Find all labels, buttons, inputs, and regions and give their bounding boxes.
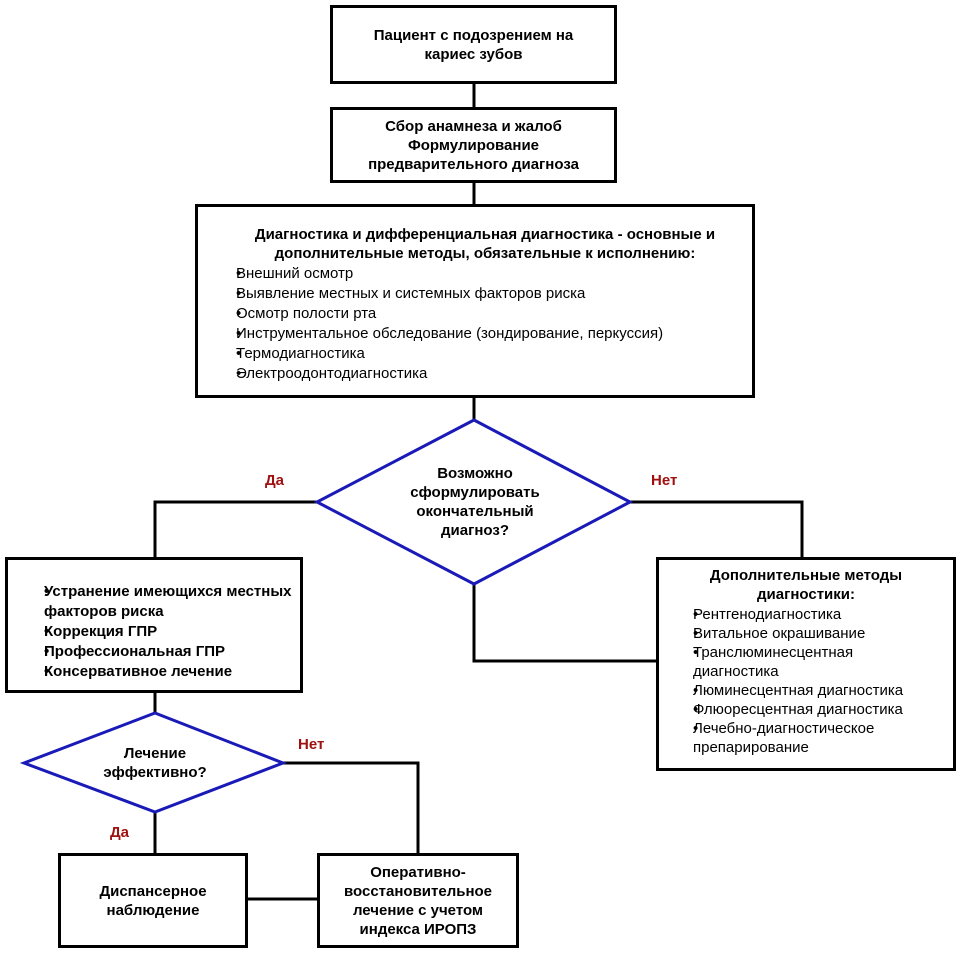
list-item: Внешний осмотр — [206, 264, 744, 284]
node-diagnostics: Диагностика и дифференциальная диагности… — [195, 204, 755, 398]
edge-decision-yes — [153, 500, 317, 557]
list-item: Коррекция ГПР — [14, 622, 294, 642]
node-surgery: Оперативно-восстановительное лечение с у… — [317, 853, 519, 948]
node-dispensary-text: Диспансерное наблюдение — [99, 882, 207, 919]
node-patient: Пациент с подозрением на кариес зубов — [330, 5, 617, 84]
list-item: Флюоресцентная диагностика — [665, 700, 947, 719]
node-extra-methods-title: Дополнительные методы диагностики: — [709, 567, 903, 603]
node-extra-methods: Дополнительные методы диагностики: Рентг… — [656, 557, 956, 771]
list-item: Рентгенодиагностика — [665, 605, 947, 624]
list-item: Устранение имеющихся местных факторов ри… — [14, 582, 294, 622]
list-item: Люминесцентная диагностика — [665, 681, 947, 700]
node-anamnesis-text: Сбор анамнеза и жалоб Формулирование пре… — [368, 117, 579, 173]
decision-effective-diamond — [19, 711, 288, 814]
node-surgery-text: Оперативно-восстановительное лечение с у… — [343, 863, 493, 938]
node-anamnesis: Сбор анамнеза и жалоб Формулирование пре… — [330, 107, 617, 183]
node-diagnostics-list: Внешний осмотр Выявление местных и систе… — [206, 264, 744, 384]
list-item: Профессиональная ГПР — [14, 642, 294, 662]
edge-decision2-no — [283, 761, 420, 853]
node-dispensary: Диспансерное наблюдение — [58, 853, 248, 948]
node-extra-methods-list: Рентгенодиагностика Витальное окрашивани… — [665, 605, 947, 757]
edge-decision-no — [630, 500, 804, 557]
list-item: Осмотр полости рта — [206, 304, 744, 324]
list-item: Лечебно-диагностическое препарирование — [665, 719, 947, 757]
node-diagnostics-title: Диагностика и дифференциальная диагности… — [254, 226, 716, 262]
list-item: Консервативное лечение — [14, 662, 294, 682]
node-patient-text: Пациент с подозрением на кариес зубов — [373, 26, 574, 63]
decision-final-label: Возможно сформулировать окончательный ди… — [410, 465, 540, 539]
decision-final-diamond — [313, 418, 634, 586]
decision-effective-label: Лечение эффективно? — [103, 745, 207, 781]
edge-label-no-2: Нет — [298, 736, 325, 753]
list-item: Электроодонтодиагностика — [206, 364, 744, 384]
edge-label-no-1: Нет — [651, 472, 678, 489]
list-item: Выявление местных и системных факторов р… — [206, 284, 744, 304]
edge-label-yes-1: Да — [265, 472, 285, 489]
list-item: Инструментальное обследование (зондирова… — [206, 324, 744, 344]
list-item: Транслюминесцентная диагностика — [665, 643, 947, 681]
list-item: Термодиагностика — [206, 344, 744, 364]
edge-label-yes-2: Да — [110, 824, 130, 841]
edge-extra-loop — [472, 584, 656, 663]
node-treatment: Устранение имеющихся местных факторов ри… — [5, 557, 303, 693]
node-treatment-list: Устранение имеющихся местных факторов ри… — [14, 582, 294, 682]
list-item: Витальное окрашивание — [665, 624, 947, 643]
